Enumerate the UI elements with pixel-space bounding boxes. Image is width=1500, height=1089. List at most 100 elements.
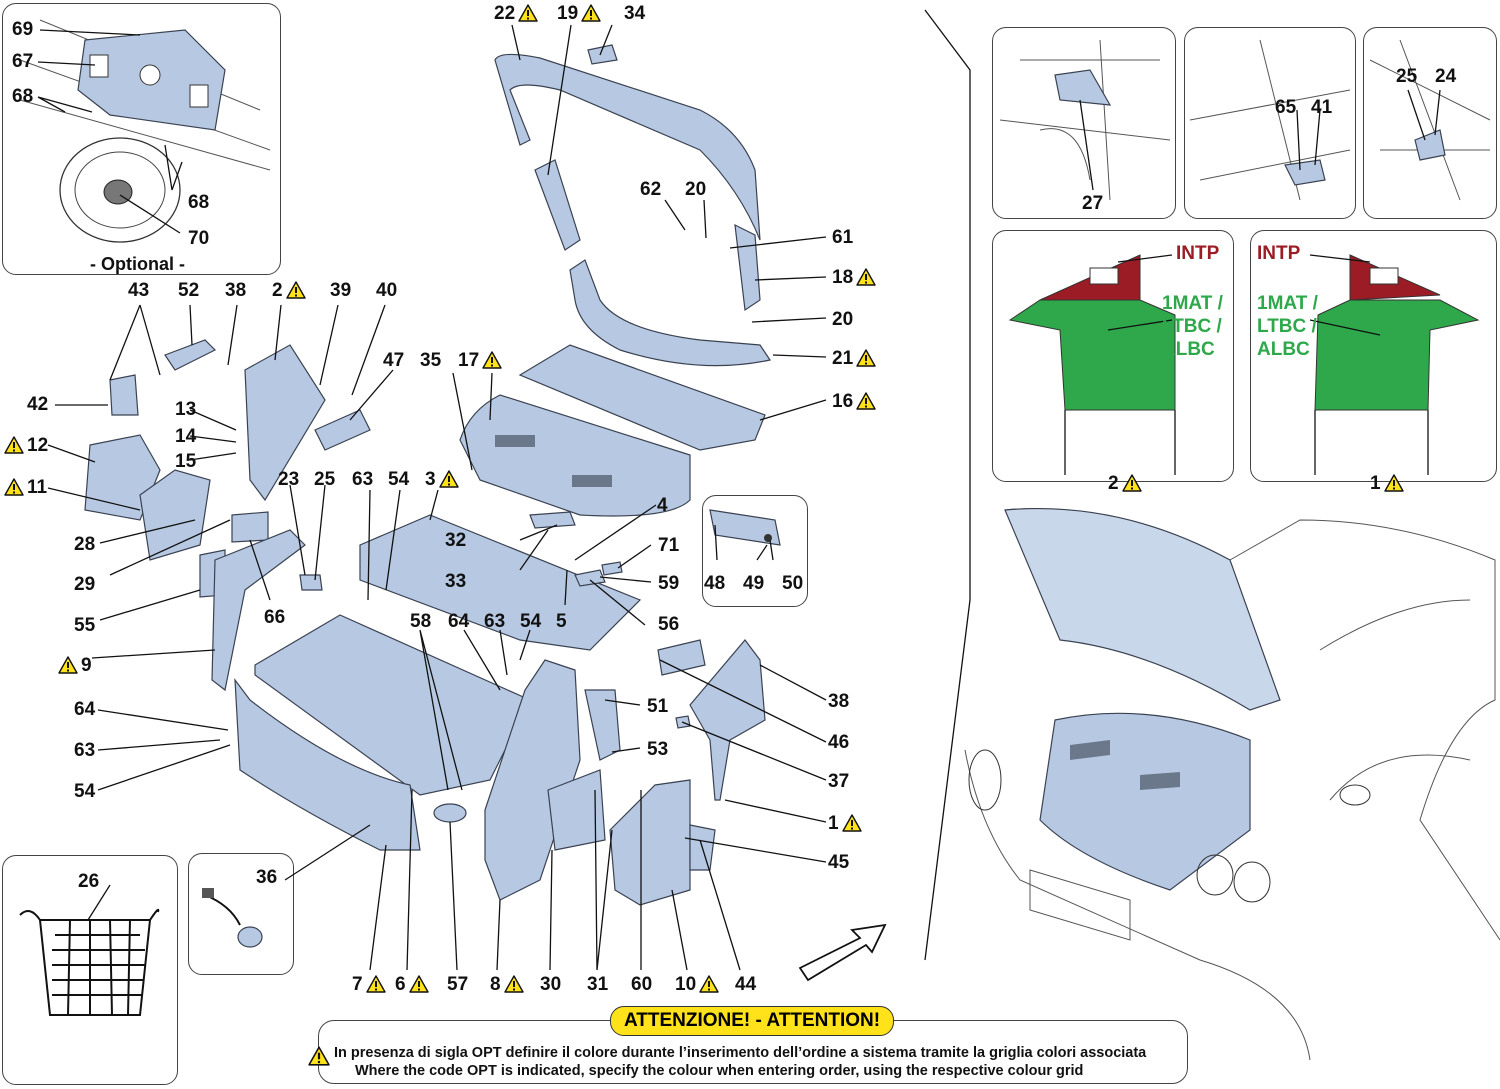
callout-14: 14 bbox=[175, 426, 197, 447]
callout-15: 15 bbox=[175, 451, 197, 472]
callout-42: 42 bbox=[27, 394, 49, 415]
warning-icon bbox=[308, 1046, 330, 1066]
callout-23: 23 bbox=[278, 469, 300, 490]
callout-51: 51 bbox=[647, 696, 669, 717]
callout-38: 38 bbox=[225, 280, 247, 301]
warning-icon bbox=[4, 478, 24, 496]
callout-7: 7 bbox=[352, 975, 386, 994]
intp-code-right: INTP bbox=[1257, 243, 1301, 264]
warning-icon bbox=[856, 392, 876, 410]
callout-39: 39 bbox=[330, 280, 352, 301]
callout-20: 20 bbox=[832, 309, 854, 330]
variant-trim-right bbox=[1314, 254, 1480, 475]
callout-33: 33 bbox=[445, 571, 467, 592]
callout-1: 1 bbox=[828, 814, 862, 833]
callout-61: 61 bbox=[832, 227, 854, 248]
callout-37: 37 bbox=[828, 771, 850, 792]
left-trims bbox=[84, 339, 421, 851]
callout-28: 28 bbox=[74, 534, 96, 555]
callout-40: 40 bbox=[376, 280, 398, 301]
warning-icon bbox=[285, 281, 306, 299]
warning-icon bbox=[518, 4, 538, 22]
callout-35: 35 bbox=[420, 350, 442, 371]
callout-54: 54 bbox=[520, 611, 542, 632]
parcel-shelves bbox=[459, 344, 766, 517]
callout-47: 47 bbox=[383, 350, 405, 371]
warning-icon bbox=[699, 975, 719, 993]
intp-code-left: INTP bbox=[1176, 243, 1220, 264]
attention-title: ATTENZIONE! - ATTENTION! bbox=[610, 1006, 894, 1036]
callout-27: 27 bbox=[1082, 193, 1104, 214]
callout-52: 52 bbox=[178, 280, 200, 301]
detail-sketches bbox=[999, 39, 1491, 201]
callout-56: 56 bbox=[658, 614, 680, 635]
callout-62: 62 bbox=[640, 179, 662, 200]
callout-29: 29 bbox=[74, 574, 96, 595]
warning-icon bbox=[581, 4, 601, 22]
warning-icon bbox=[1383, 474, 1404, 492]
mat-code-right-1: 1MAT / bbox=[1257, 293, 1318, 314]
callout-11: 11 bbox=[4, 478, 47, 497]
callout-68: 68 bbox=[188, 192, 210, 213]
callout-63: 63 bbox=[74, 740, 96, 761]
callout-63: 63 bbox=[484, 611, 506, 632]
optional-label: - Optional - bbox=[90, 254, 185, 274]
warning-icon bbox=[438, 470, 459, 488]
callout-71: 71 bbox=[658, 535, 680, 556]
callout-25: 25 bbox=[314, 469, 336, 490]
callout-63: 63 bbox=[352, 469, 374, 490]
callout-16: 16 bbox=[832, 392, 876, 411]
callout-31: 31 bbox=[587, 974, 609, 995]
callout-54: 54 bbox=[388, 469, 410, 490]
callout-38: 38 bbox=[828, 691, 850, 712]
callout-46: 46 bbox=[828, 732, 850, 753]
callout-53: 53 bbox=[647, 739, 669, 760]
warning-icon bbox=[58, 656, 78, 674]
callout-22: 22 bbox=[494, 4, 538, 23]
callout-10: 10 bbox=[675, 975, 719, 994]
callout-5: 5 bbox=[556, 611, 567, 632]
callout-24: 24 bbox=[1435, 66, 1457, 87]
callout-12: 12 bbox=[4, 436, 48, 455]
handle-detail bbox=[709, 509, 781, 546]
callout-49: 49 bbox=[743, 573, 765, 594]
callout-41: 41 bbox=[1311, 97, 1333, 118]
warning-icon bbox=[856, 349, 876, 367]
callout-36: 36 bbox=[256, 867, 278, 888]
callout-70: 70 bbox=[188, 228, 210, 249]
callout-8: 8 bbox=[490, 975, 524, 994]
callout-25: 25 bbox=[1396, 66, 1418, 87]
callout-54: 54 bbox=[74, 781, 96, 802]
warning-icon bbox=[482, 351, 502, 369]
callout-55: 55 bbox=[74, 615, 96, 636]
socket-detail bbox=[202, 888, 263, 948]
callout-18: 18 bbox=[832, 268, 876, 287]
callout-65: 65 bbox=[1275, 97, 1297, 118]
mat-code-left-3: ALBC bbox=[1162, 339, 1215, 360]
callout-44: 44 bbox=[735, 974, 757, 995]
warning-icon bbox=[503, 975, 524, 993]
luggage-net bbox=[19, 908, 160, 1016]
callout-21: 21 bbox=[832, 349, 876, 368]
leader-lines bbox=[37, 24, 1441, 971]
attention-text-italian: In presenza di sigla OPT definire il col… bbox=[334, 1045, 1147, 1061]
warning-icon bbox=[408, 975, 429, 993]
car-rear-view bbox=[964, 507, 1500, 1061]
callout-57: 57 bbox=[447, 974, 469, 995]
detail-panel-65-41 bbox=[1184, 27, 1356, 219]
callout-3: 3 bbox=[425, 470, 459, 489]
socket-panel bbox=[188, 853, 294, 975]
variant-trim-left bbox=[1008, 254, 1176, 475]
mat-code-left-2: LTBC / bbox=[1162, 316, 1222, 337]
view-direction-arrow bbox=[798, 923, 887, 982]
mat-code-left-1: 1MAT / bbox=[1162, 293, 1223, 314]
callout-32: 32 bbox=[445, 530, 467, 551]
callout-4: 4 bbox=[657, 495, 668, 516]
detail-panel-25-24 bbox=[1363, 27, 1497, 219]
callout-9: 9 bbox=[58, 656, 92, 675]
warning-icon bbox=[365, 975, 386, 993]
floor-boards bbox=[254, 511, 642, 823]
mat-code-right-3: ALBC bbox=[1257, 339, 1310, 360]
callout-26: 26 bbox=[78, 871, 100, 892]
